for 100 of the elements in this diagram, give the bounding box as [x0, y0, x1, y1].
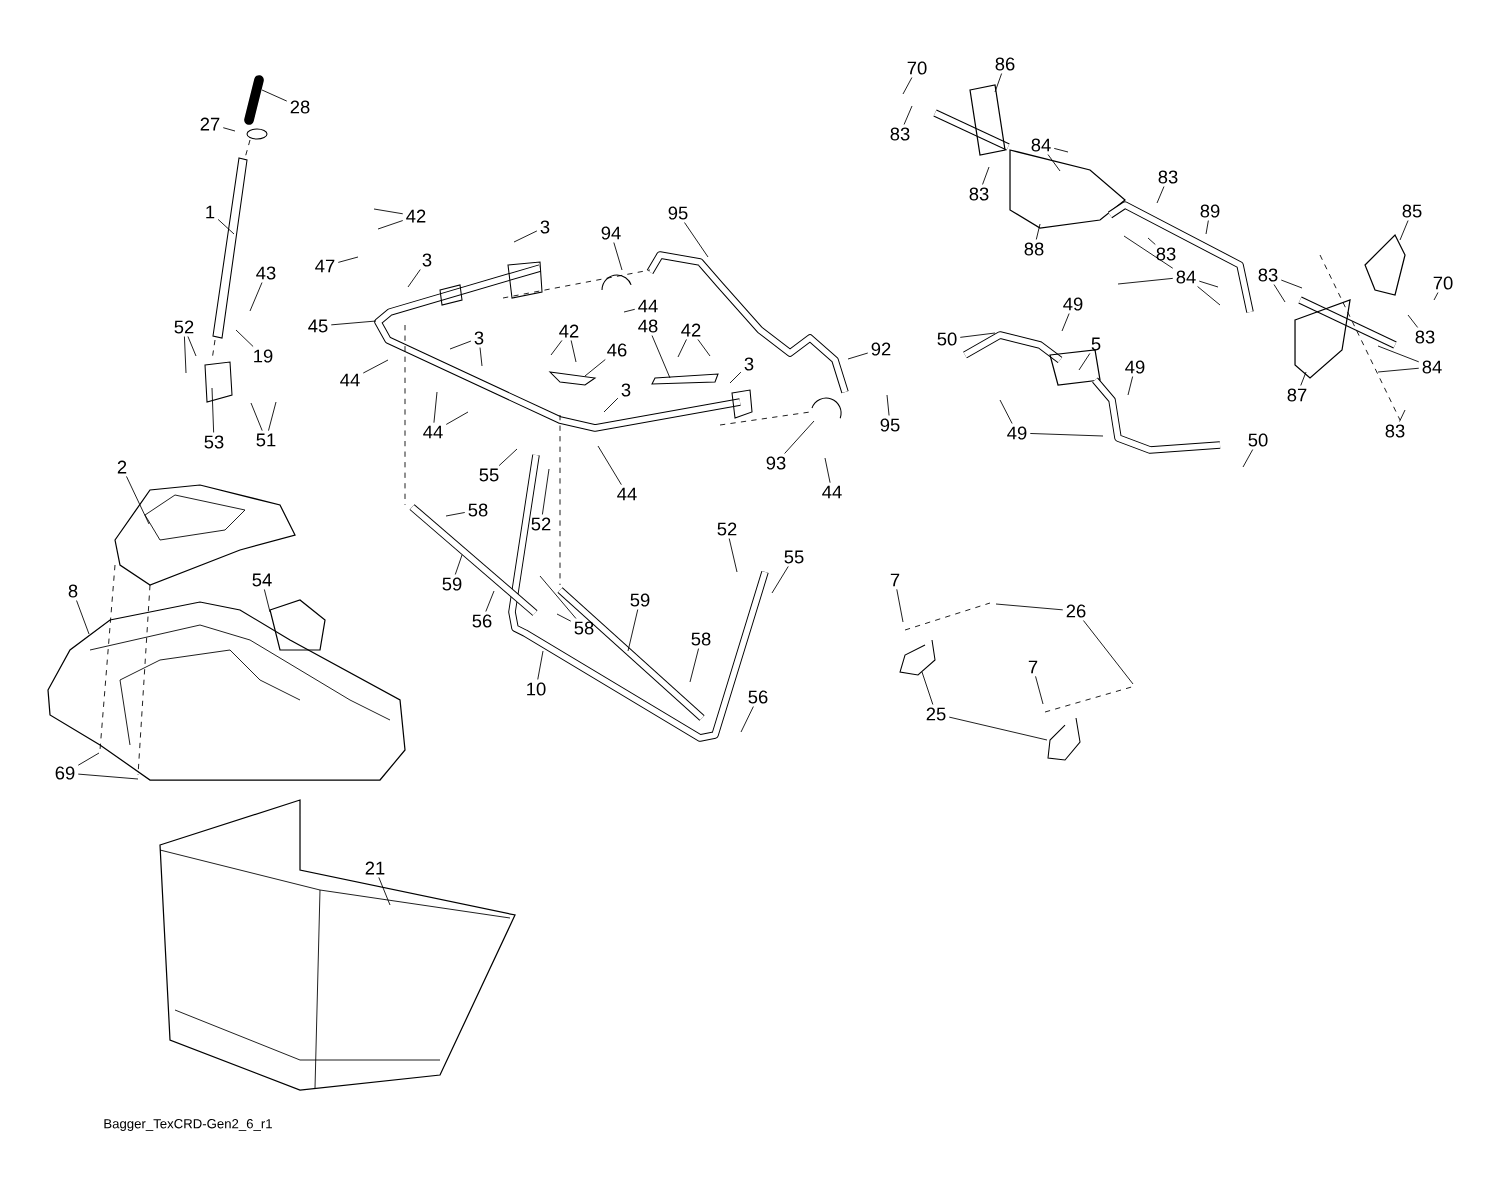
callout-number: 1	[206, 205, 215, 219]
leader-line	[445, 411, 469, 425]
callout-number: 42	[681, 323, 701, 337]
callout-number: 49	[1125, 360, 1145, 374]
callout-number: 3	[422, 253, 432, 267]
callout-number: 83	[969, 187, 989, 201]
leader-line	[729, 371, 742, 384]
leader-line	[584, 359, 606, 377]
leader-line	[1123, 235, 1174, 269]
leader-line	[539, 575, 577, 619]
leader-line	[1117, 277, 1174, 285]
callout-number: 42	[559, 324, 579, 338]
leader-line	[613, 242, 623, 271]
leader-line	[999, 399, 1013, 424]
callout-number: 21	[365, 861, 385, 875]
callout-number: 43	[256, 266, 276, 280]
callout-number: 44	[423, 425, 443, 439]
leader-line	[541, 468, 550, 515]
callout-number: 8	[68, 584, 78, 598]
leader-line	[378, 877, 391, 906]
callout-number: 52	[531, 517, 551, 531]
leader-line	[1197, 286, 1221, 306]
leader-line	[235, 329, 254, 347]
leader-line	[479, 347, 483, 367]
leader-line	[1377, 345, 1420, 363]
callout-number: 27	[200, 117, 220, 131]
leader-line	[896, 588, 904, 623]
callout-number: 44	[822, 485, 842, 499]
callout-number: 83	[890, 127, 910, 141]
callout-number: 10	[527, 682, 546, 696]
callout-number: 55	[784, 550, 804, 564]
callout-number: 5	[1091, 337, 1101, 351]
callout-number: 56	[472, 614, 492, 628]
leader-line	[373, 208, 404, 215]
leader-line	[603, 397, 619, 413]
callout-number: 47	[315, 259, 335, 273]
leader-line	[77, 752, 100, 766]
callout-number: 58	[468, 503, 488, 517]
leader-line	[1242, 449, 1254, 468]
leader-line	[454, 554, 463, 575]
callout-number: 87	[1287, 388, 1307, 402]
leader-line	[1127, 376, 1134, 396]
callout-number: 49	[1007, 426, 1027, 440]
leader-line	[651, 335, 671, 379]
leader-line	[268, 401, 277, 431]
leader-line	[362, 359, 389, 374]
callout-number: 70	[1433, 276, 1453, 290]
callout-number: 83	[1156, 247, 1176, 261]
leader-line	[886, 394, 890, 416]
leader-line	[184, 336, 187, 374]
leader-line	[550, 340, 563, 356]
leader-line	[570, 340, 577, 363]
callout-number: 51	[256, 433, 276, 447]
callout-number: 86	[995, 57, 1015, 71]
callout-number: 83	[1415, 330, 1435, 344]
leader-line	[1300, 371, 1307, 386]
leader-line	[1156, 186, 1165, 204]
leader-line	[1083, 620, 1134, 685]
callout-number: 95	[880, 418, 900, 432]
drawing-number: Bagger_TexCRD-Gen2_6_r1	[104, 1119, 272, 1131]
leader-line	[597, 445, 622, 486]
leader-line	[959, 332, 996, 338]
leader-line	[1377, 367, 1420, 373]
callout-number: 58	[691, 632, 711, 646]
callout-number: 83	[1158, 170, 1178, 184]
callout-number: 28	[290, 100, 310, 114]
leader-line	[740, 706, 754, 733]
callout-number: 93	[766, 456, 786, 470]
leader-line	[433, 391, 438, 424]
leader-line	[1047, 154, 1061, 172]
leader-line	[1399, 220, 1409, 241]
callout-number: 52	[717, 522, 737, 536]
leader-line	[249, 282, 263, 312]
leader-line	[556, 613, 572, 622]
callout-number: 69	[55, 766, 75, 780]
callout-number: 42	[406, 209, 426, 223]
leader-line	[921, 671, 934, 705]
callout-number: 45	[308, 319, 328, 333]
leader-line	[623, 308, 636, 313]
leader-line	[263, 589, 271, 613]
callout-number: 94	[601, 226, 621, 240]
leader-line	[537, 650, 544, 680]
leader-line	[677, 339, 687, 358]
leader-line	[1399, 409, 1406, 422]
callout-number: 50	[937, 332, 957, 346]
callout-number: 53	[204, 435, 224, 449]
callout-number: 59	[442, 577, 462, 591]
leader-line	[771, 566, 789, 594]
leader-line	[77, 773, 139, 780]
leader-line	[126, 476, 150, 525]
callout-number: 7	[1028, 660, 1038, 674]
leader-line	[407, 269, 421, 288]
leader-line	[847, 352, 869, 360]
leader-line	[1061, 313, 1070, 332]
callout-number: 3	[744, 357, 754, 371]
leader-line	[903, 105, 913, 125]
leader-line	[1035, 675, 1044, 705]
callout-number: 59	[630, 593, 650, 607]
leader-line	[222, 127, 236, 132]
callout-number: 92	[871, 342, 891, 356]
